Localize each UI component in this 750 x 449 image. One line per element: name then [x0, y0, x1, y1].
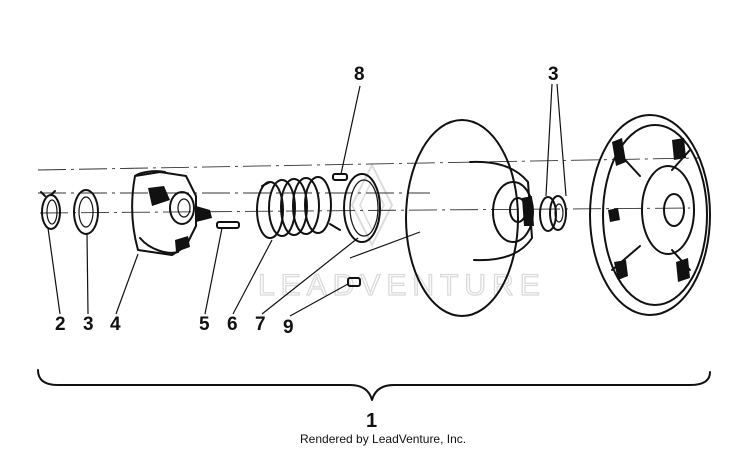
assembly-brace — [37, 369, 711, 401]
center-lines — [37, 157, 701, 214]
movable-sheave — [405, 119, 534, 317]
callout-9: 9 — [283, 317, 294, 338]
callout-1: 1 — [366, 410, 377, 432]
part-7-ring — [343, 173, 381, 243]
fixed-sheave — [589, 114, 711, 316]
part-3-bushings — [539, 195, 567, 232]
part-5-pin — [216, 221, 240, 229]
callout-5: 5 — [199, 314, 210, 335]
part-2-snap-ring — [40, 190, 61, 230]
callout-3: 3 — [83, 314, 94, 335]
callout-8: 8 — [354, 64, 365, 85]
part-9-set-screw — [347, 277, 361, 287]
leader-lines — [47, 83, 567, 317]
part-4-cam — [131, 170, 212, 256]
callout-6: 6 — [227, 314, 238, 335]
watermark: LEADVENTURE — [257, 162, 546, 303]
callout-3-top: 3 — [548, 64, 559, 85]
part-6-spring — [256, 176, 341, 239]
part-8-screw — [332, 173, 348, 181]
render-credit: Rendered by LeadVenture, Inc. — [300, 432, 466, 446]
callout-2: 2 — [55, 314, 66, 335]
callout-7: 7 — [255, 314, 266, 335]
part-3-washer — [73, 189, 99, 235]
watermark-text: LEADVENTURE — [258, 269, 546, 302]
callout-4: 4 — [110, 314, 121, 335]
